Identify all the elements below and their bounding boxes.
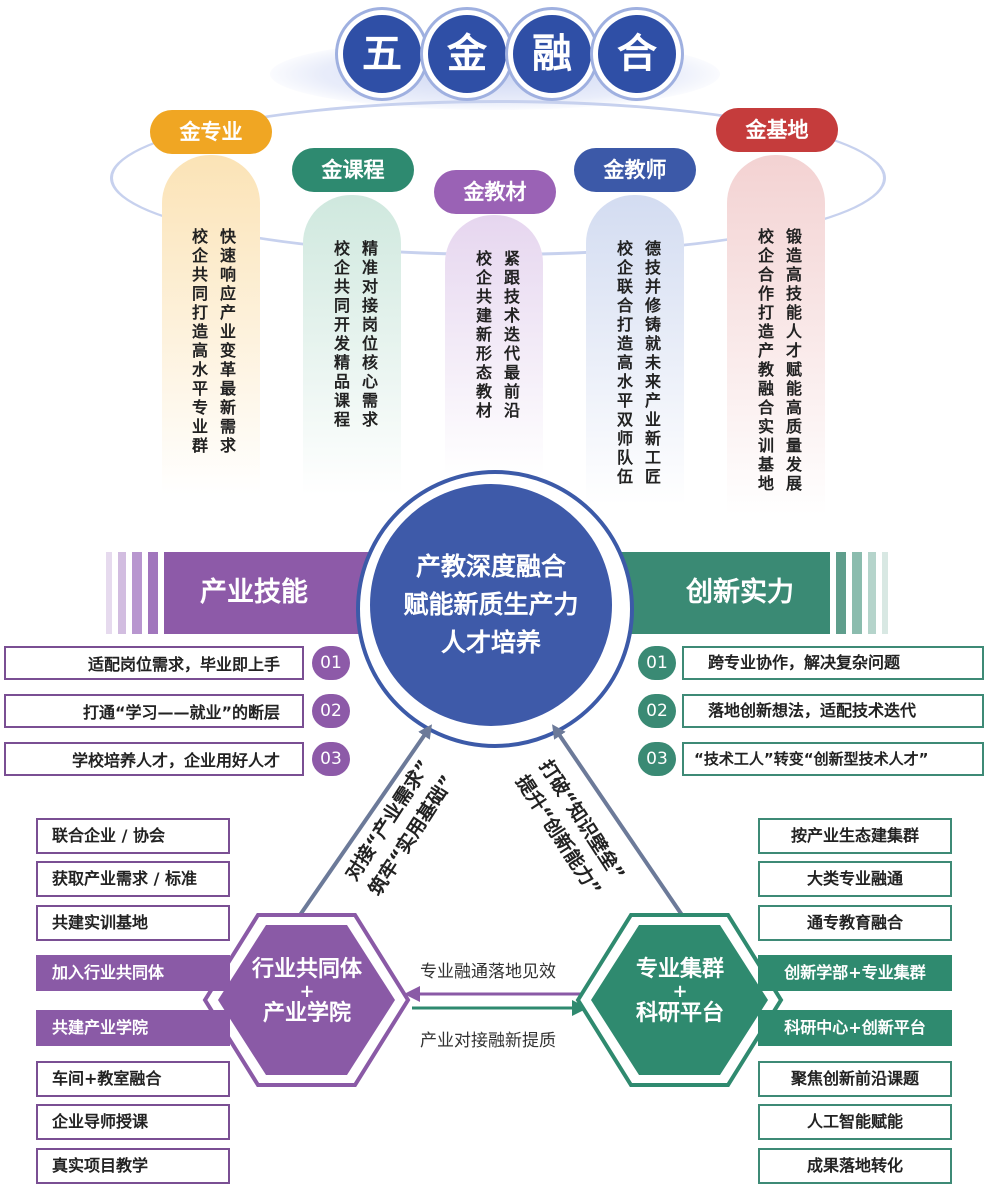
flow-bottom-label: 产业对接融新提质 xyxy=(420,1031,556,1051)
right-num-1: 01 xyxy=(638,646,676,680)
left-hex-plus: + xyxy=(299,981,315,1002)
left-num-1: 01 xyxy=(312,646,350,680)
right-list-item-6: 聚焦创新前沿课题 xyxy=(758,1061,952,1097)
right-item-3: “技术工人”转变“创新型技术人才” xyxy=(682,742,984,776)
left-hex-line-2: 产业学院 xyxy=(262,1001,351,1026)
teacher-text-2: 校企联合打造高水平双师队伍 xyxy=(614,240,633,487)
base-text-1: 锻造高技能人才赋能高质量发展 xyxy=(783,228,802,494)
right-list-item-8: 成果落地转化 xyxy=(758,1148,952,1184)
left-list-item-7: 企业导师授课 xyxy=(36,1104,230,1140)
right-item-2: 落地创新想法，适配技术迭代 xyxy=(682,694,984,728)
right-hexagon xyxy=(591,925,768,1075)
arrow-left-up xyxy=(298,724,432,917)
right-list-item-2: 大类专业融通 xyxy=(758,861,952,897)
pillar-base xyxy=(727,155,825,515)
left-list-item-2: 获取产业需求 / 标准 xyxy=(36,861,230,897)
center-line-3: 人才培养 xyxy=(440,628,541,657)
left-hex-line-1: 行业共同体 xyxy=(251,957,362,982)
center-line-2: 赋能新质生产力 xyxy=(403,590,579,619)
right-banner-stripe xyxy=(852,552,862,634)
left-banner-stripe xyxy=(118,552,126,634)
right-hex-line-2: 科研平台 xyxy=(635,1001,724,1026)
major-text-2: 校企共同打造高水平专业群 xyxy=(189,228,208,456)
left-item-3-text: 学校培养人才，企业用好人才 xyxy=(71,751,280,770)
right-hex-plus: + xyxy=(672,981,688,1002)
right-num-2: 02 xyxy=(638,694,676,728)
left-item-1-text: 适配岗位需求，毕业即上手 xyxy=(87,655,280,674)
left-banner-stripe xyxy=(132,552,142,634)
left-item-2-text: 打通“学习——就业”的断层 xyxy=(82,703,280,722)
tag-course: 金课程 xyxy=(292,148,414,192)
tag-textbook: 金教材 xyxy=(434,170,556,214)
left-list-item-3: 共建实训基地 xyxy=(36,905,230,941)
right-item-1: 跨专业协作，解决复杂问题 xyxy=(682,646,984,680)
title-char-1: 五 xyxy=(338,10,426,98)
teacher-text-1: 德技并修铸就未来产业新工匠 xyxy=(642,240,661,487)
right-num-3: 03 xyxy=(638,742,676,776)
left-hex-label: 行业共同体 + 产业学院 xyxy=(222,955,392,1029)
left-list-item-5: 共建产业学院 xyxy=(36,1010,230,1046)
left-item-2: 打通“学习——就业”的断层 xyxy=(4,694,304,728)
base-text-2: 校企合作打造产教融合实训基地 xyxy=(755,228,774,494)
left-banner-stripe xyxy=(148,552,158,634)
textbook-text-2: 校企共建新形态教材 xyxy=(473,250,492,421)
left-list-item-6: 车间+教室融合 xyxy=(36,1061,230,1097)
course-text-2: 校企共同开发精品课程 xyxy=(331,240,350,430)
title-char-2: 金 xyxy=(423,10,511,98)
left-list-item-1: 联合企业 / 协会 xyxy=(36,818,230,854)
right-hex-line-1: 专业集群 xyxy=(635,957,724,982)
right-banner-stripe xyxy=(868,552,876,634)
major-text-1: 快速响应产业变革最新需求 xyxy=(217,228,236,456)
title-char-4: 合 xyxy=(593,10,681,98)
title-char-3: 融 xyxy=(508,10,596,98)
textbook-text-1: 紧跟技术迭代最前沿 xyxy=(501,250,520,421)
right-item-1-text: 跨专业协作，解决复杂问题 xyxy=(708,653,901,672)
flow-top-label: 专业融通落地见效 xyxy=(420,962,556,982)
tag-teacher: 金教师 xyxy=(574,148,696,192)
left-list-item-4: 加入行业共同体 xyxy=(36,955,230,991)
pillar-teacher xyxy=(586,195,684,505)
right-list-item-5: 科研中心+创新平台 xyxy=(758,1010,952,1046)
left-banner-stripe xyxy=(106,552,112,634)
right-list-item-7: 人工智能赋能 xyxy=(758,1104,952,1140)
left-item-3: 学校培养人才，企业用好人才 xyxy=(4,742,304,776)
center-line-1: 产教深度融合 xyxy=(415,552,566,581)
right-list-item-3: 通专教育融合 xyxy=(758,905,952,941)
tag-major: 金专业 xyxy=(150,110,272,154)
arrow-right-up xyxy=(552,724,684,917)
right-item-2-text: 落地创新想法，适配技术迭代 xyxy=(708,701,917,720)
right-banner-stripe xyxy=(836,552,846,634)
right-hex-label: 专业集群 + 科研平台 xyxy=(595,955,765,1029)
right-list-item-1: 按产业生态建集群 xyxy=(758,818,952,854)
course-text-1: 精准对接岗位核心需求 xyxy=(359,240,378,430)
left-num-2: 02 xyxy=(312,694,350,728)
tag-base: 金基地 xyxy=(716,108,838,152)
pillar-textbook xyxy=(445,215,543,475)
left-list-item-8: 真实项目教学 xyxy=(36,1148,230,1184)
right-list-item-4: 创新学部+专业集群 xyxy=(758,955,952,991)
left-hexagon xyxy=(218,925,395,1075)
right-item-3-text: “技术工人”转变“创新型技术人才” xyxy=(694,750,929,768)
right-banner-stripe xyxy=(882,552,888,634)
pillar-course xyxy=(303,195,401,495)
left-num-3: 03 xyxy=(312,742,350,776)
pillar-major xyxy=(162,155,260,495)
center-circle: 产教深度融合 赋能新质生产力 人才培养 xyxy=(370,484,612,726)
left-item-1: 适配岗位需求，毕业即上手 xyxy=(4,646,304,680)
